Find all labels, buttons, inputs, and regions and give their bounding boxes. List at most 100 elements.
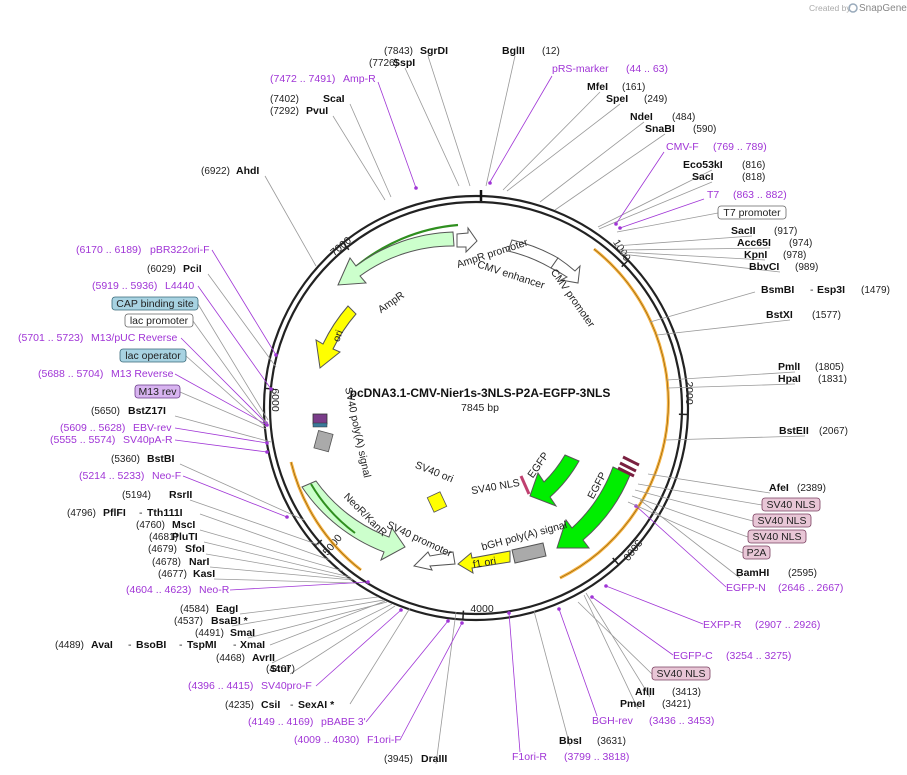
leader-line: [616, 212, 719, 233]
primer-site-mark: [614, 222, 618, 226]
primer-range: (769 .. 789): [713, 141, 767, 153]
enzyme-position: (978): [783, 250, 806, 261]
primer-site-mark: [285, 515, 289, 519]
scale-tick: [612, 557, 620, 566]
enzyme-position: (249): [644, 94, 667, 105]
enzyme-separator: -: [233, 639, 237, 651]
feature-label: AmpR: [376, 289, 407, 316]
sv40-promoter-arrow: [413, 551, 456, 571]
enzyme-label: Tth111I: [147, 507, 183, 519]
enzyme-label: KpnI: [744, 249, 767, 261]
nls-cluster: [617, 455, 640, 478]
enzyme-position: (974): [789, 238, 812, 249]
primer-site-mark: [604, 584, 608, 588]
scale-tick-label: 1000: [610, 237, 633, 263]
feature-box: [651, 666, 711, 681]
leader-line: [649, 291, 756, 323]
leader-line: [502, 91, 601, 191]
enzyme-position: (4468): [216, 653, 245, 664]
feature-glyphs: [301, 226, 640, 575]
feature-box-label: lac promoter: [130, 315, 189, 327]
enzyme-label: BstBI: [147, 453, 175, 465]
primer-label: M13 Reverse: [111, 368, 174, 380]
feature-box: [717, 205, 787, 220]
primer-range: (4149 .. 4169): [248, 716, 313, 728]
primer-label: L4440: [165, 280, 194, 292]
enzyme-label: SacI: [692, 171, 714, 183]
leader-line: [666, 371, 796, 381]
neo-line: [310, 483, 356, 534]
snapgene-logo-icon: [848, 3, 858, 13]
enzyme-label: AvrII: [252, 652, 275, 664]
plasmid-name: pcDNA3.1-CMV-Nier1s-3NLS-P2A-EGFP-3NLS: [350, 386, 611, 400]
backbone-inner-strand: [268, 200, 684, 616]
enzyme-label: PflFI: [103, 507, 126, 519]
enzyme-label: BstZ17I: [128, 405, 166, 417]
leader-line: [231, 599, 385, 627]
leader-line: [614, 235, 753, 247]
feature-label: CMV enhancer: [476, 259, 547, 292]
enzyme-position: (7402): [270, 94, 299, 105]
enzyme-label: SgrDI: [420, 45, 448, 57]
enzyme-label: MscI: [172, 519, 195, 531]
feature-box-label: lac operator: [125, 350, 181, 362]
leader-line: [315, 609, 402, 687]
enzyme-label: PvuI: [306, 105, 328, 117]
enzyme-label: PmeI: [620, 698, 645, 710]
enzyme-position: (4235): [225, 700, 254, 711]
enzyme-label: PmlI: [778, 361, 800, 373]
enzyme-position: (4467): [266, 664, 295, 675]
leader-line: [427, 55, 471, 187]
enzyme-label: SexAI *: [298, 699, 335, 711]
feature-box-label: SV40 NLS: [752, 531, 801, 543]
leader-lines: [174, 55, 806, 765]
backbone-outer-strand: [262, 194, 690, 622]
primer-label: Neo-F: [152, 470, 181, 482]
enzyme-position: (484): [672, 112, 695, 123]
ampr-promoter-arrow: [456, 226, 478, 254]
lac-small-marks-2: [312, 422, 328, 428]
enzyme-label: XmaI: [240, 639, 265, 651]
leader-line: [489, 75, 553, 183]
primer-site-mark: [414, 186, 418, 190]
lac-small-marks: [312, 413, 328, 425]
feature-box: [119, 348, 187, 363]
scale-tick: [621, 259, 629, 268]
leader-line: [627, 501, 744, 554]
leader-line: [264, 175, 317, 267]
enzyme-label: SpeI: [606, 93, 628, 105]
ampr-arrow: [337, 231, 455, 286]
primer-label: pRS-marker: [552, 63, 609, 75]
primer-range: (5555 .. 5574): [50, 434, 115, 446]
scale-tick: [462, 610, 465, 620]
sv40-nls-inner-mark: [519, 475, 531, 495]
enzyme-label: HpaI: [778, 373, 801, 385]
enzyme-label: BsoBI: [136, 639, 166, 651]
enzyme-position: (3945): [384, 754, 413, 765]
primer-label: F1ori-F: [367, 734, 401, 746]
enzyme-position: (5360): [111, 454, 140, 465]
enzyme-label: PciI: [183, 263, 202, 275]
enzyme-position: (7726): [369, 58, 398, 69]
leader-line: [213, 578, 357, 584]
enzyme-position: (3631): [597, 736, 626, 747]
primer-label: Amp-R: [343, 73, 376, 85]
enzyme-position: (4489): [55, 640, 84, 651]
enzyme-position: (7843): [384, 46, 413, 57]
leader-line: [539, 121, 645, 203]
enzyme-position: (1479): [861, 285, 890, 296]
enzyme-label: NarI: [189, 556, 210, 568]
enzyme-position: (2595): [788, 568, 817, 579]
enzyme-label: PluTI: [172, 531, 198, 543]
primer-site-mark: [274, 353, 278, 357]
primer-label: F1ori-R: [512, 751, 547, 763]
enzyme-label: BbvCI: [749, 261, 779, 273]
primer-label: EBV-rev: [133, 422, 172, 434]
enzyme-position: (5194): [122, 490, 151, 501]
enzyme-position: (5650): [91, 406, 120, 417]
leader-line: [197, 303, 269, 421]
enzyme-position: (6029): [147, 264, 176, 275]
plasmid-length: 7845 bp: [461, 402, 499, 414]
leader-line: [179, 391, 267, 430]
leader-line: [618, 247, 771, 251]
